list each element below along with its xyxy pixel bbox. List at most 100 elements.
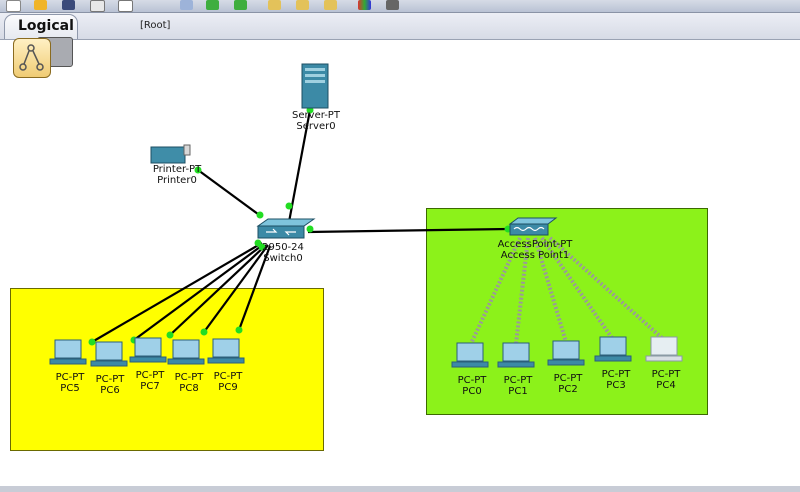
pc-model: PC-PT	[457, 375, 487, 386]
link-switch-pc6	[133, 243, 265, 341]
workspace-tab-bar	[0, 13, 800, 40]
printer-label: Printer-PT Printer0	[153, 164, 201, 186]
pc-name: PC7	[140, 381, 160, 392]
wireless-link-pc1	[514, 237, 530, 345]
pc-icon[interactable]	[497, 342, 535, 368]
server-name: Server0	[296, 121, 336, 132]
link-switch-printer	[197, 169, 263, 218]
switch-name: Switch0	[263, 253, 303, 264]
pc-model: PC-PT	[135, 370, 165, 381]
access-point-name: Access Point1	[500, 250, 570, 261]
link-switch-pc7	[169, 244, 267, 336]
status-bar	[0, 486, 800, 492]
pc-label: PC-PT PC6	[96, 374, 125, 396]
port-light	[235, 326, 243, 334]
pc-label: PC-PT PC1	[504, 375, 533, 397]
main-toolbar	[0, 0, 800, 13]
wireless-links	[468, 236, 664, 347]
tab-logical-label: Logical	[18, 18, 74, 34]
port-light	[285, 202, 293, 210]
activity-wizard-icon[interactable]	[118, 0, 133, 12]
pc-label: PC-PT PC8	[175, 372, 204, 394]
print-icon[interactable]	[90, 0, 105, 12]
open-folder-icon[interactable]	[34, 0, 47, 10]
device-icon[interactable]	[386, 0, 399, 10]
printer-name: Printer0	[157, 175, 197, 186]
pc-label: PC-PT PC0	[458, 375, 487, 397]
pc-model: PC-PT	[651, 369, 681, 380]
printer-model: Printer-PT	[152, 164, 202, 175]
pc-icon[interactable]	[90, 341, 128, 367]
port-light	[88, 338, 96, 346]
save-icon[interactable]	[62, 0, 75, 10]
port-light	[194, 166, 202, 174]
pc-label: PC-PT PC9	[214, 371, 243, 393]
navigation-icon[interactable]	[13, 38, 51, 78]
pc-name: PC8	[179, 383, 199, 394]
redo-icon[interactable]	[234, 0, 247, 10]
pc-label: PC-PT PC5	[56, 372, 85, 394]
undo-icon[interactable]	[206, 0, 219, 10]
pc-name: PC0	[462, 386, 482, 397]
pc-icon[interactable]	[645, 336, 683, 362]
port-light	[256, 211, 264, 219]
pc-model: PC-PT	[213, 371, 243, 382]
zoom-icon[interactable]	[180, 0, 193, 10]
switch-model: 2950-24	[262, 242, 304, 253]
pc-icon[interactable]	[451, 342, 489, 368]
switch-label: 2950-24 Switch0	[262, 242, 304, 264]
pc-icon[interactable]	[594, 336, 632, 362]
server-label: Server-PT Server0	[292, 110, 340, 132]
link-switch-pc8	[203, 244, 269, 333]
breadcrumb[interactable]: [Root]	[140, 20, 171, 31]
pc-label: PC-PT PC7	[136, 370, 165, 392]
link-switch-pc5	[91, 242, 263, 343]
link-switch-ap	[307, 227, 509, 234]
access-point-icon[interactable]	[508, 217, 558, 236]
pc-name: PC5	[60, 383, 80, 394]
new-file-icon[interactable]	[6, 0, 21, 12]
link-switch-server	[287, 109, 312, 223]
pc-model: PC-PT	[55, 372, 85, 383]
pc-icon[interactable]	[167, 339, 205, 365]
port-light	[258, 243, 266, 251]
port-light	[306, 225, 314, 233]
server-icon[interactable]	[301, 63, 329, 109]
pc-name: PC6	[100, 385, 120, 396]
pc-name: PC1	[508, 386, 528, 397]
cable-icon[interactable]	[268, 0, 281, 10]
pc-label: PC-PT PC3	[602, 369, 631, 391]
access-point-model: AccessPoint-PT	[497, 239, 573, 250]
pc-icon[interactable]	[129, 337, 167, 363]
pc-icon[interactable]	[49, 339, 87, 365]
palette-icon[interactable]	[358, 0, 371, 10]
pc-model: PC-PT	[503, 375, 533, 386]
pc-model: PC-PT	[95, 374, 125, 385]
pc-model: PC-PT	[553, 373, 583, 384]
green-zone[interactable]	[426, 208, 708, 415]
pc-model: PC-PT	[174, 372, 204, 383]
pc-label: PC-PT PC2	[554, 373, 583, 395]
wireless-link-pc4	[548, 236, 664, 340]
cable-icon[interactable]	[324, 0, 337, 10]
pc-name: PC2	[558, 384, 578, 395]
access-point-label: AccessPoint-PT Access Point1	[498, 239, 573, 261]
port-light	[200, 328, 208, 336]
pc-model: PC-PT	[601, 369, 631, 380]
printer-icon[interactable]	[150, 144, 191, 164]
tab-logical[interactable]: Logical	[4, 14, 78, 39]
wired-links	[91, 109, 509, 343]
switch-icon[interactable]	[256, 218, 316, 239]
pc-icon[interactable]	[547, 340, 585, 366]
pc-icon[interactable]	[207, 338, 245, 364]
port-light	[166, 331, 174, 339]
cable-icon[interactable]	[296, 0, 309, 10]
pc-name: PC4	[656, 380, 676, 391]
wireless-link-pc3	[540, 236, 614, 340]
pc-label: PC-PT PC4	[652, 369, 681, 391]
pc-name: PC9	[218, 382, 238, 393]
pc-name: PC3	[606, 380, 626, 391]
server-model: Server-PT	[292, 110, 340, 121]
link-switch-pc9	[237, 245, 272, 331]
